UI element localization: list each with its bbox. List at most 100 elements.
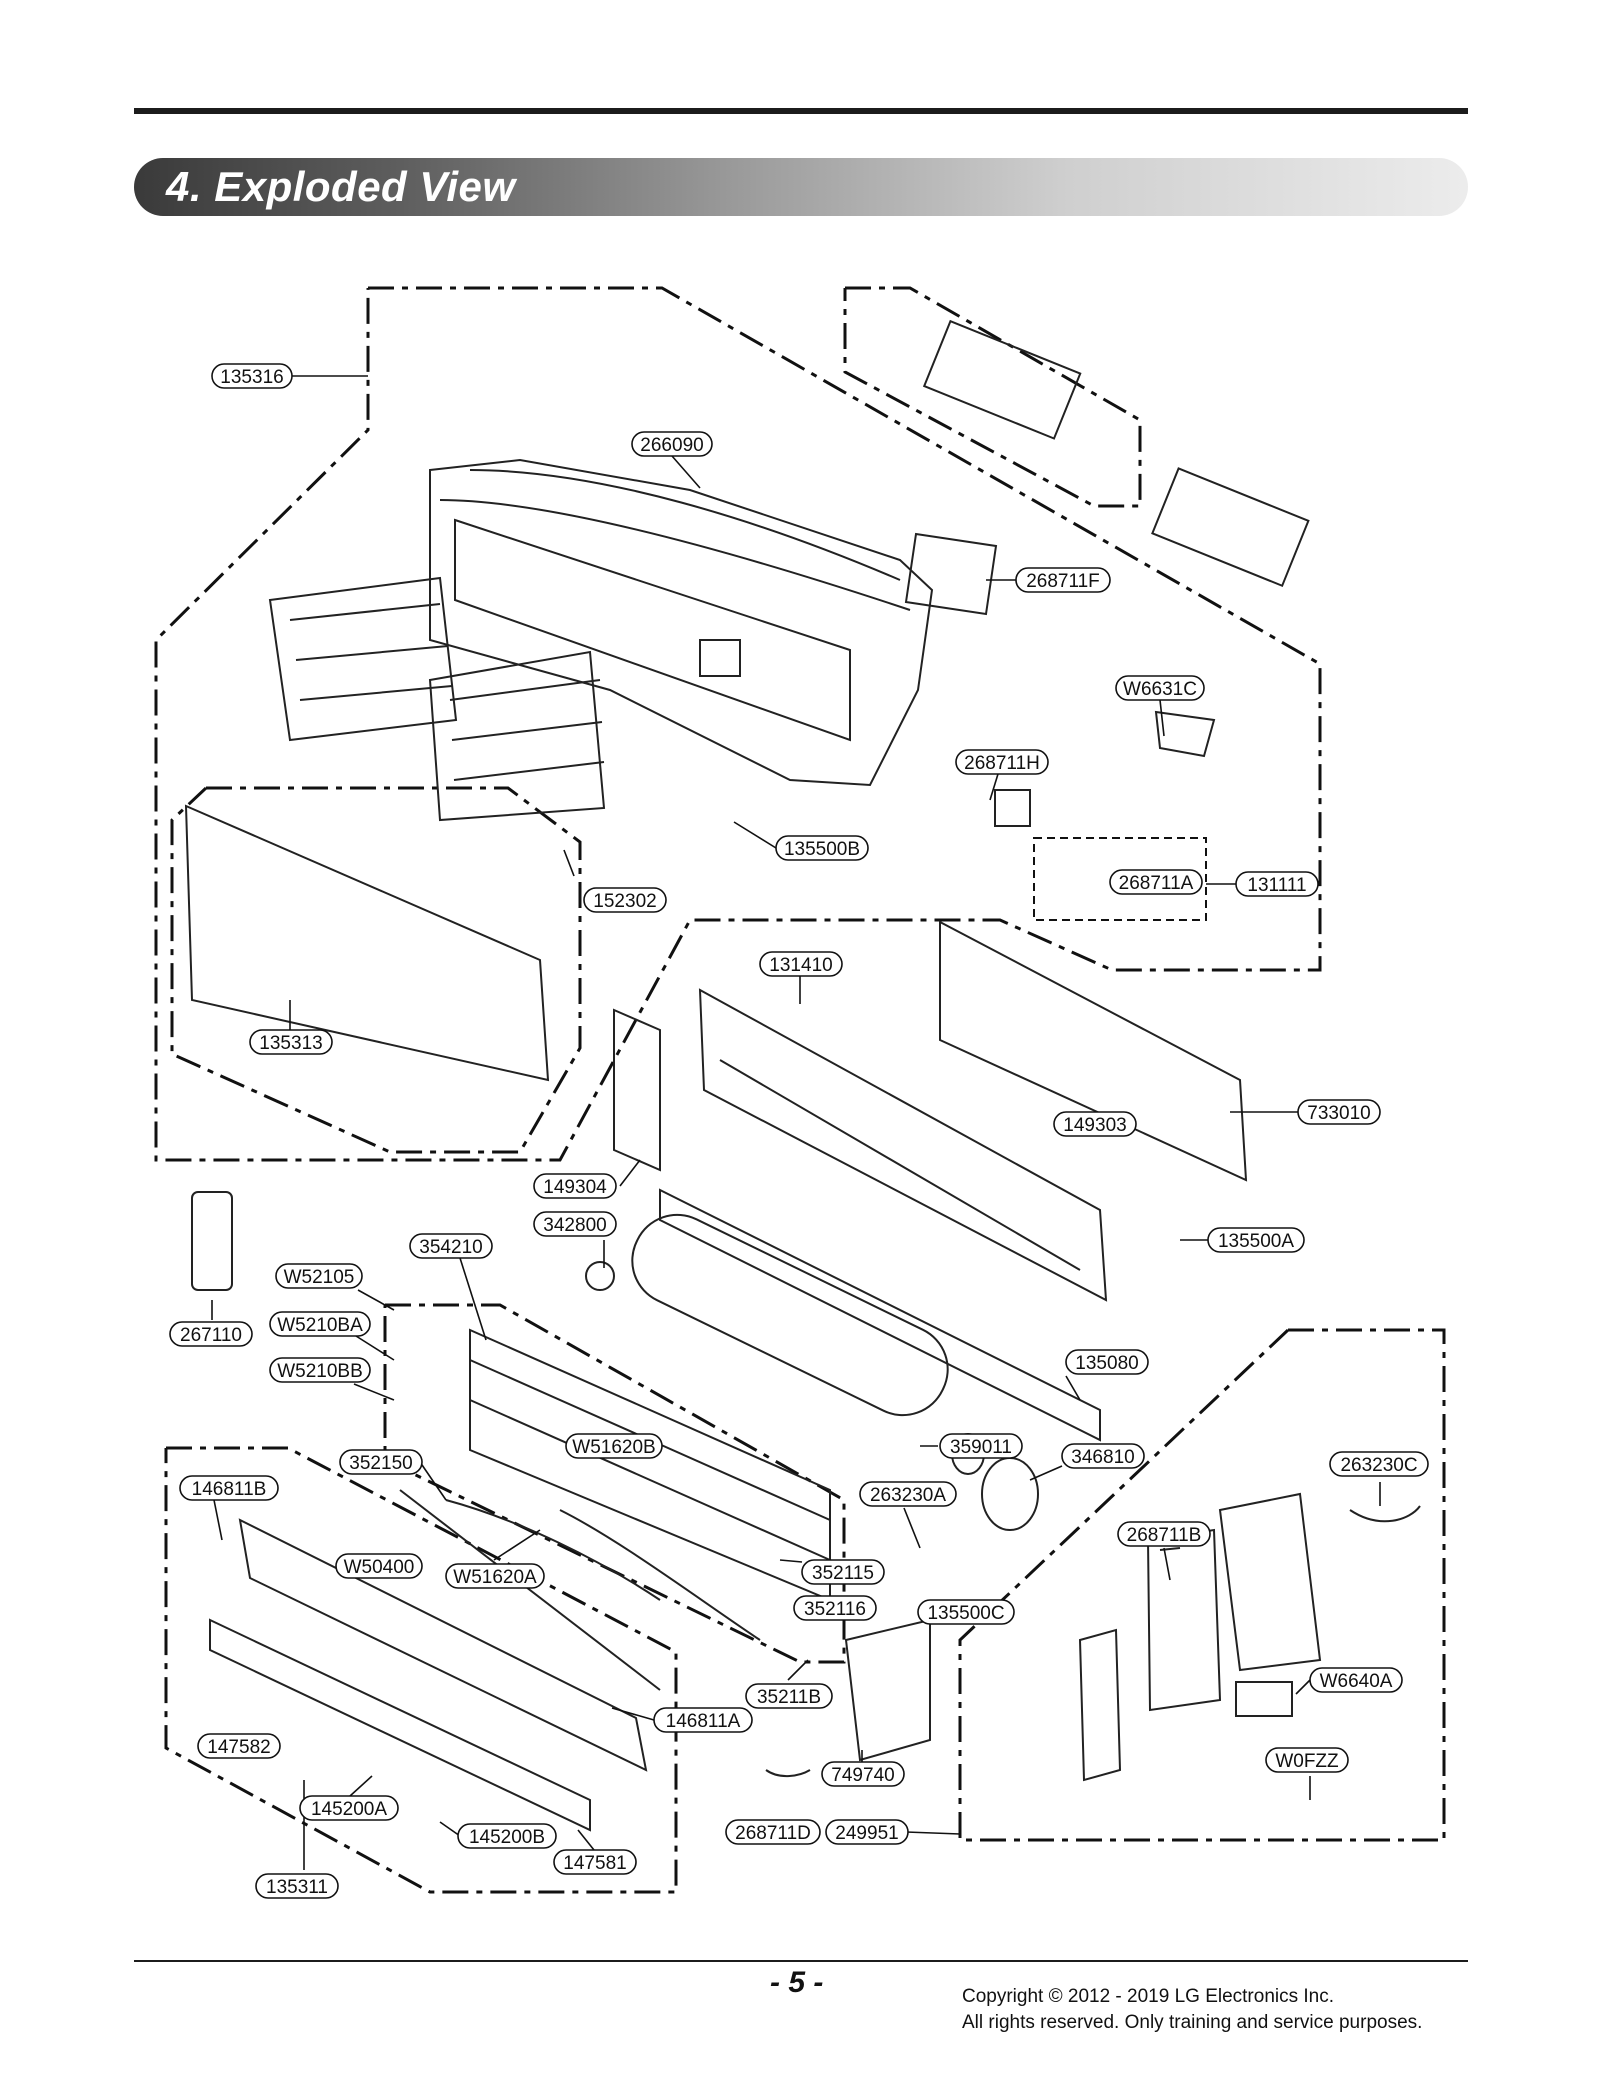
- label-352115: 352115: [812, 1563, 874, 1584]
- front-panel-drawing: [184, 804, 550, 1082]
- callout-268711B: [1117, 1521, 1211, 1547]
- callout-268711F: [1015, 567, 1111, 593]
- label-146811B: 146811B: [192, 1479, 267, 1500]
- leader-W6640A: [1295, 1679, 1311, 1695]
- label-342800: 342800: [543, 1215, 606, 1236]
- callout-146811B: [179, 1475, 279, 1501]
- label-131111: 131111: [1247, 875, 1306, 896]
- callout-354210: [409, 1233, 493, 1259]
- label-135311: 135311: [266, 1877, 328, 1898]
- label-147582: 147582: [207, 1737, 270, 1758]
- evaporator-drawing: [469, 1328, 831, 1602]
- callout-359011: [939, 1433, 1023, 1459]
- callout-749740: [821, 1761, 905, 1787]
- vane-module-drawing-1: [922, 319, 1082, 440]
- callout-147581: [553, 1849, 637, 1875]
- group-outline-display: [1033, 837, 1207, 921]
- cross-flow-fan-drawing: [631, 1213, 949, 1417]
- callout-268711H: [955, 749, 1049, 775]
- leader-152302: [563, 849, 575, 877]
- label-346810: 346810: [1071, 1447, 1134, 1468]
- leader-145200B: [439, 1821, 461, 1837]
- leader-W5210BB: [353, 1383, 395, 1401]
- leader-149304: [619, 1159, 641, 1187]
- label-268711B: 268711B: [1127, 1525, 1202, 1546]
- label-249951: 249951: [835, 1823, 898, 1844]
- fan-motor-drawing: [981, 1457, 1039, 1531]
- leader-354210: [459, 1257, 487, 1341]
- callout-135311: [255, 1873, 339, 1899]
- leader-147581: [577, 1829, 595, 1851]
- label-149304: 149304: [543, 1177, 607, 1198]
- callout-152302: [583, 887, 667, 913]
- label-147581: 147581: [563, 1853, 626, 1874]
- label-266090: 266090: [640, 435, 703, 456]
- callout-W6631C: [1115, 675, 1205, 701]
- copyright-notice: Copyright © 2012 - 2019 LG Electronics I…: [962, 1984, 1422, 2036]
- leader-35211B: [787, 1659, 809, 1681]
- callout-W51620B: [565, 1433, 663, 1459]
- callout-131111: [1235, 871, 1319, 897]
- vane-module-drawing-2: [1151, 467, 1310, 588]
- label-W51620B: W51620B: [572, 1437, 655, 1458]
- remote-control-drawing: [191, 1191, 233, 1291]
- label-W5210BA: W5210BA: [277, 1315, 363, 1336]
- label-W6631C: W6631C: [1123, 679, 1197, 700]
- callout-342800: [533, 1211, 617, 1237]
- label-354210: 354210: [419, 1237, 482, 1258]
- leader-146811B: [213, 1499, 223, 1541]
- label-131410: 131410: [769, 955, 832, 976]
- leader-145200A: [349, 1775, 373, 1797]
- callout-352115: [801, 1559, 885, 1585]
- main-frame-drawing: [698, 988, 1108, 1302]
- callout-733010: [1297, 1099, 1381, 1125]
- display-pcb-drawing: [904, 532, 998, 616]
- label-35211B: 35211B: [757, 1687, 821, 1708]
- label-263230A: 263230A: [870, 1485, 946, 1506]
- callout-W50400: [335, 1553, 423, 1579]
- label-W5210BB: W5210BB: [277, 1361, 363, 1382]
- callout-268711A: [1109, 869, 1203, 895]
- callout-149304: [533, 1173, 617, 1199]
- leader-146811A: [611, 1707, 655, 1721]
- leader-268711H: [989, 773, 999, 801]
- leader-268711B: [1163, 1547, 1171, 1581]
- callout-346810: [1061, 1443, 1145, 1469]
- leader-W51620A: [493, 1529, 541, 1561]
- label-135313: 135313: [259, 1033, 322, 1054]
- callout-135080: [1065, 1349, 1149, 1375]
- label-135316: 135316: [220, 367, 283, 388]
- callout-35211B: [745, 1683, 833, 1709]
- callout-149303: [1053, 1111, 1137, 1137]
- label-W51620A: W51620A: [453, 1567, 537, 1588]
- callout-249951: [825, 1819, 909, 1845]
- callout-135316: [211, 363, 293, 389]
- page-number: - 5 -: [770, 1966, 824, 1999]
- copyright-line-2: All rights reserved. Only training and s…: [962, 2012, 1423, 2033]
- group-outline-airguide: [164, 1446, 678, 1894]
- label-135080: 135080: [1075, 1353, 1138, 1374]
- callout-352150: [339, 1449, 423, 1475]
- callout-W52105: [275, 1263, 363, 1289]
- air-filter-drawing: [268, 576, 458, 742]
- section-banner: [134, 158, 1468, 216]
- label-263230C: 263230C: [1340, 1455, 1417, 1476]
- label-352150: 352150: [349, 1453, 412, 1474]
- callout-145200A: [299, 1795, 399, 1821]
- chassis-frame-drawing: [429, 458, 934, 787]
- group-outline-vanes: [843, 286, 1142, 508]
- label-149303: 149303: [1063, 1115, 1126, 1136]
- label-145200A: 145200A: [311, 1799, 387, 1820]
- bottom-rule: [134, 1960, 1468, 1962]
- label-W0FZZ: W0FZZ: [1275, 1751, 1339, 1772]
- air-guide-drawing: [238, 1518, 648, 1772]
- callout-147582: [197, 1733, 281, 1759]
- leader-W5210BA: [355, 1335, 395, 1361]
- leader-W6631C: [1159, 699, 1165, 737]
- part-callouts: [169, 363, 1429, 1899]
- callout-135500B: [775, 835, 869, 861]
- label-267110: 267110: [180, 1325, 242, 1346]
- top-rule: [134, 108, 1468, 114]
- wall-mount-plate-drawing: [939, 920, 1248, 1182]
- callout-131410: [759, 951, 843, 977]
